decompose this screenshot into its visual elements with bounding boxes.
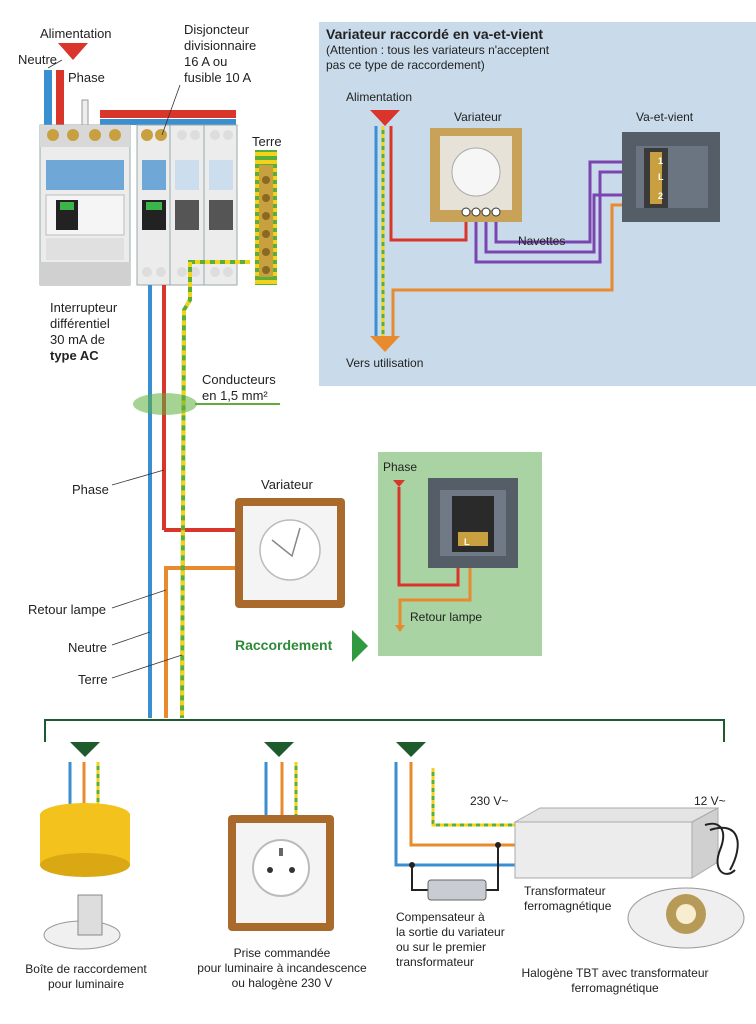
label-terre-top: Terre: [252, 134, 282, 149]
differential-switch: [39, 124, 131, 286]
disjoncteur-line: 16 A ou: [184, 54, 228, 69]
supply-arrow: [58, 43, 88, 60]
transformateur-line: Transformateur: [524, 884, 606, 898]
prise-line: ou halogène 230 V: [231, 976, 333, 990]
raccordement-terminal-l: L: [464, 537, 470, 547]
label-boite: Boîte de raccordement pour luminaire: [24, 962, 148, 992]
compensateur-line: Compensateur à: [396, 910, 485, 924]
socket-outlet: [228, 815, 334, 931]
halogen-lamp: [627, 887, 745, 949]
panel-vers-utilisation: Vers utilisation: [346, 356, 424, 370]
panel-title: Variateur raccordé en va-et-vient: [326, 26, 544, 42]
circuit-breakers: [136, 124, 238, 286]
raccordement-switch-back: [428, 478, 518, 568]
interrupteur-line: Interrupteur: [50, 300, 118, 315]
panel-note-2: pas ce type de raccordement): [326, 58, 485, 72]
terminal-1: 1: [658, 156, 664, 166]
compensateur-line: la sortie du variateur: [396, 925, 505, 939]
prise-line: pour luminaire à incandescence: [197, 961, 367, 975]
label-transformateur: Transformateur ferromagnétique: [524, 884, 611, 914]
panel-navettes: Navettes: [518, 234, 566, 248]
disjoncteur-line: Disjoncteur: [184, 22, 250, 37]
raccordement-arrow: [352, 630, 368, 662]
label-terre-middle: Terre: [78, 672, 108, 687]
label-disjoncteur: Disjoncteur divisionnaire 16 A ou fusibl…: [184, 22, 256, 86]
boite-line: pour luminaire: [47, 977, 125, 991]
label-neutre-top: Neutre: [18, 52, 58, 67]
transformer-box: [513, 807, 719, 879]
label-v230: 230 V~: [470, 794, 509, 808]
raccordement-phase: Phase: [383, 460, 418, 474]
transformateur-line: ferromagnétique: [524, 899, 612, 913]
compensator: [427, 879, 487, 901]
interrupteur-line: différentiel: [50, 316, 110, 331]
compensateur-line: transformateur: [396, 955, 475, 969]
type-ac-label: type AC: [50, 348, 99, 363]
panel-two-way-switch: [622, 132, 720, 222]
label-alimentation: Alimentation: [40, 26, 112, 41]
label-interrupteur: Interrupteur différentiel 30 mA de type …: [50, 300, 117, 364]
label-phase-middle: Phase: [72, 482, 109, 497]
label-compensateur: Compensateur à la sortie du variateur ou…: [396, 910, 505, 970]
terminal-l: L: [658, 172, 664, 182]
panel-dimmer: [430, 128, 522, 222]
label-retour-lampe: Retour lampe: [28, 602, 107, 617]
panel-va-et-vient: Va-et-vient: [636, 110, 694, 124]
disjoncteur-line: fusible 10 A: [184, 70, 252, 85]
junction-box: [40, 803, 130, 950]
prise-line: Prise commandée: [233, 946, 331, 960]
dimmer-device: [235, 498, 345, 608]
label-halogene: Halogène TBT avec transformateur ferroma…: [500, 966, 730, 996]
label-v12: 12 V~: [694, 794, 726, 808]
panel-alimentation: Alimentation: [346, 90, 413, 104]
label-raccordement: Raccordement: [235, 637, 333, 653]
panel-note-1: (Attention : tous les variateurs n'accep…: [326, 43, 550, 57]
label-prise: Prise commandée pour luminaire à incande…: [182, 946, 382, 991]
label-variateur-middle: Variateur: [261, 477, 313, 492]
disjoncteur-line: divisionnaire: [184, 38, 257, 53]
interrupteur-line: 30 mA de: [50, 332, 105, 347]
label-neutre-middle: Neutre: [68, 640, 108, 655]
label-section: en 1,5 mm²: [202, 388, 268, 403]
panel-variateur: Variateur: [454, 110, 502, 124]
label-conducteurs: Conducteurs: [202, 372, 276, 387]
terminal-2: 2: [658, 191, 664, 201]
earth-bar: [255, 150, 277, 285]
halogene-line: Halogène TBT avec transformateur: [521, 966, 709, 980]
compensateur-line: ou sur le premier: [396, 940, 487, 954]
boite-line: Boîte de raccordement: [25, 962, 147, 976]
halogene-line: ferromagnétique: [571, 981, 659, 995]
raccordement-retour: Retour lampe: [410, 610, 483, 624]
label-phase-top: Phase: [68, 70, 105, 85]
